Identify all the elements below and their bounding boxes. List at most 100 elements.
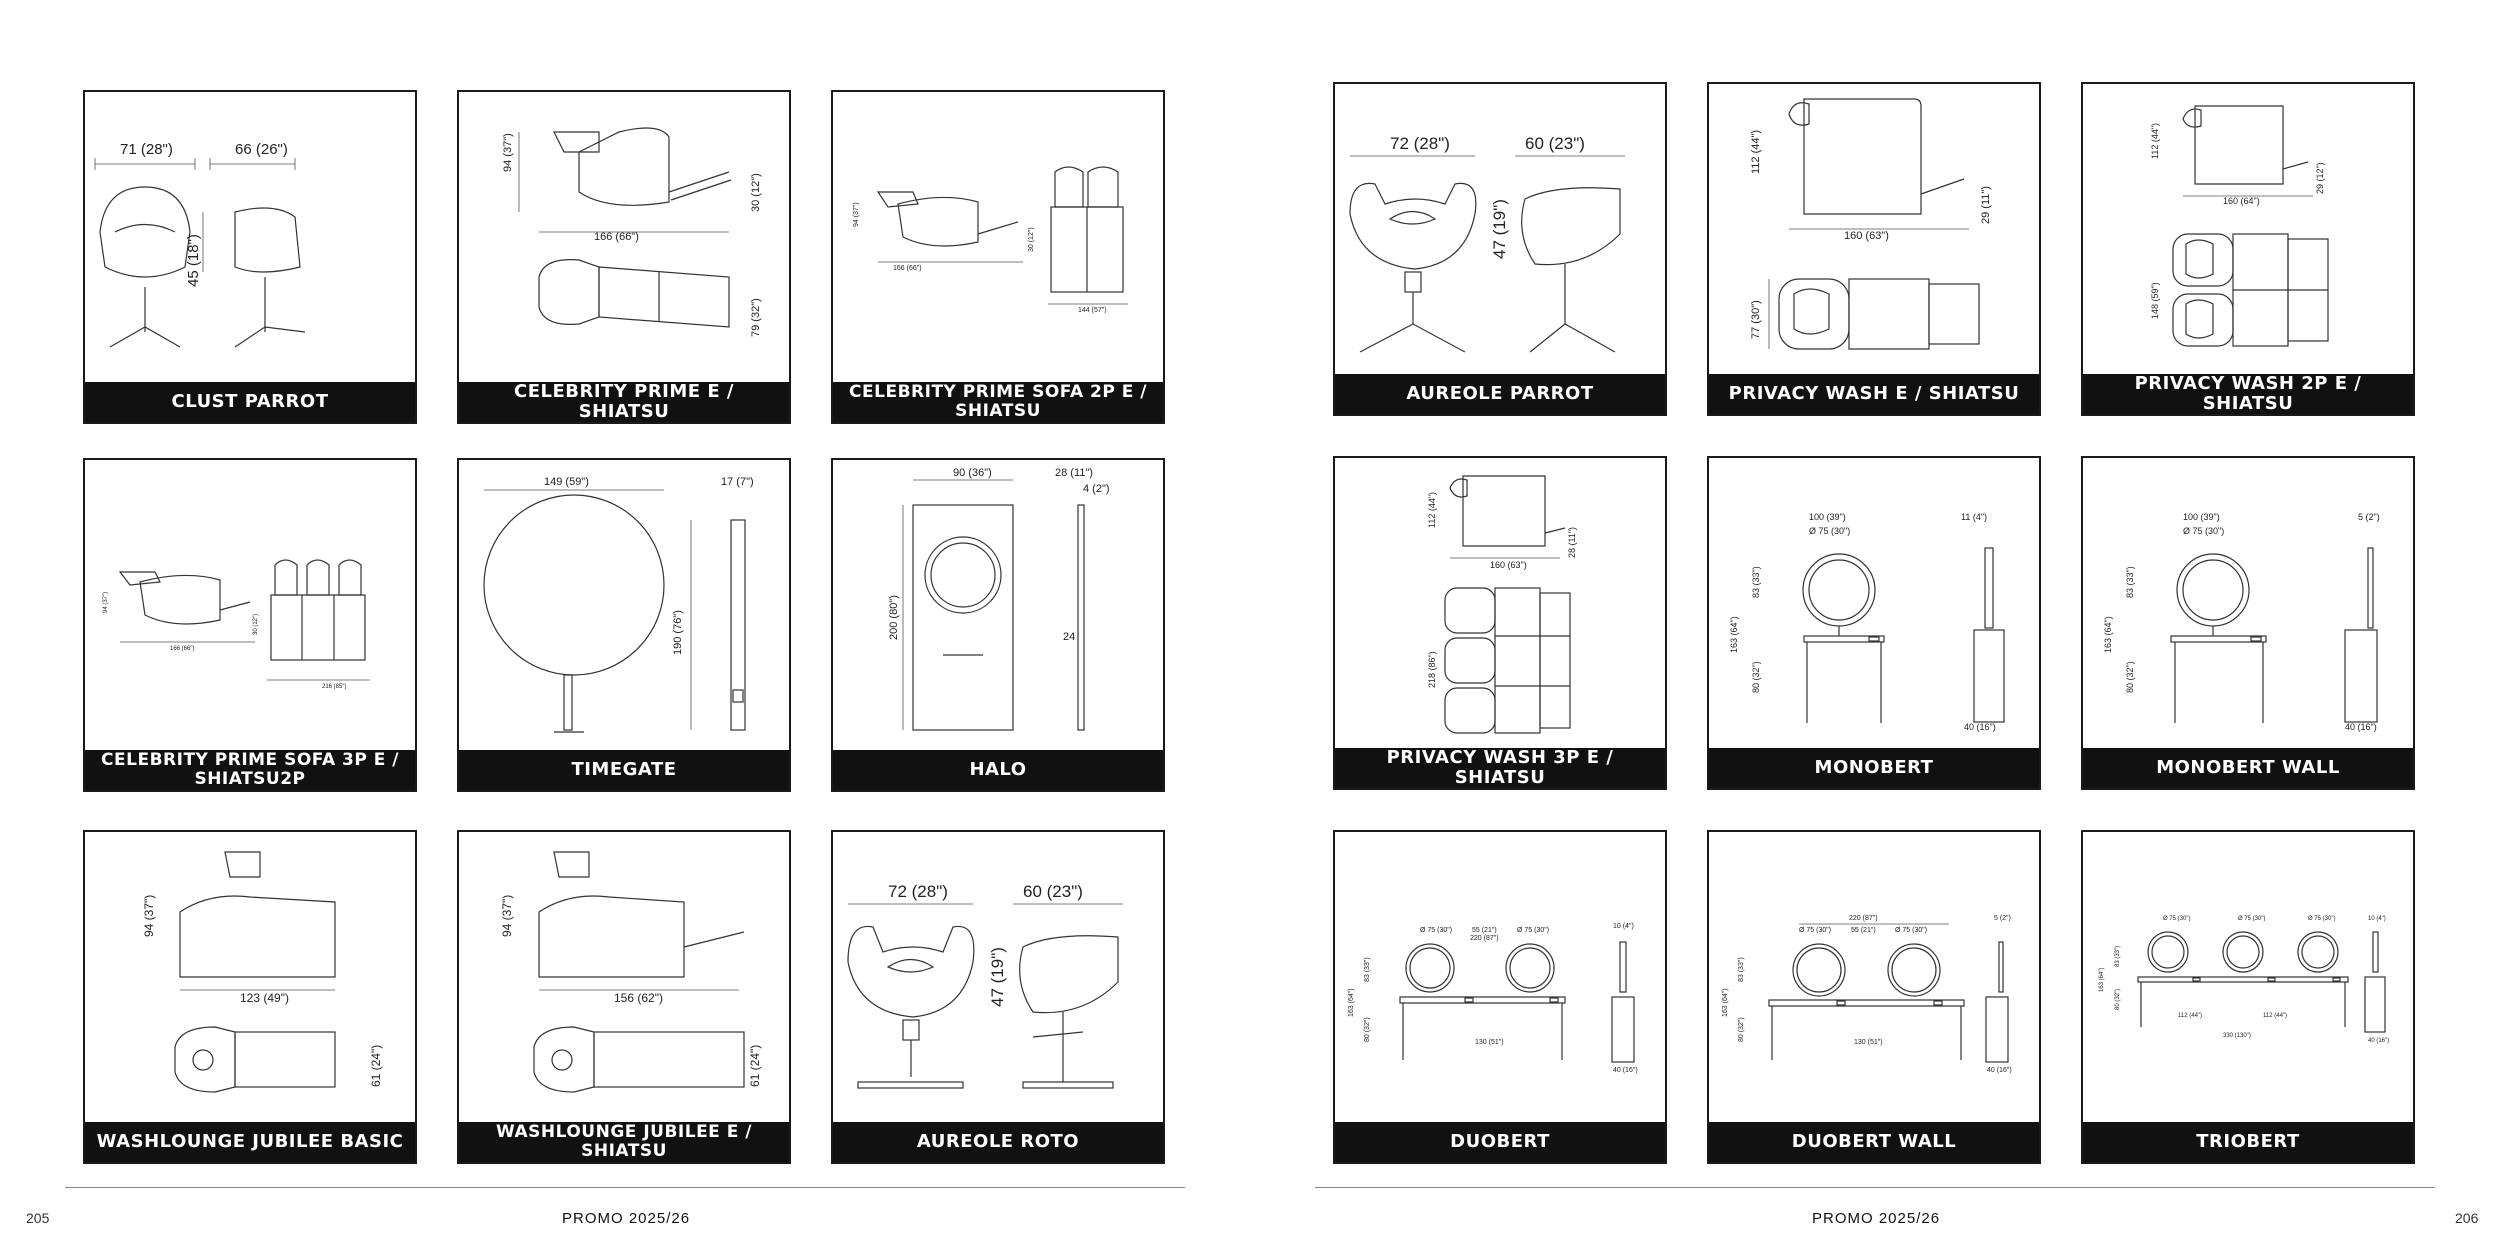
product-drawing: 220 (87") Ø 75 (30") 55 (21") Ø 75 (30")… xyxy=(1722,915,2012,1074)
dimension-label: 40 (16") xyxy=(1613,1067,1638,1074)
product-name: CELEBRITY PRIME SOFA 2P E / SHIATSU xyxy=(833,382,1163,422)
product-card-celebrity-prime-sofa-3p: 94 (37") 30 (12") 166 (66") 216 (85") CE… xyxy=(83,458,417,792)
dimension-label: 60 (23") xyxy=(1023,882,1083,901)
dimension-label: Ø 75 (30") xyxy=(2308,916,2335,922)
dimension-label: 148 (59") xyxy=(2150,282,2160,319)
dimension-label: 163 (64") xyxy=(2099,968,2105,992)
dimension-label: 112 (44") xyxy=(2150,123,2160,159)
product-card-privacy-wash-e-shiatsu: 112 (44") 29 (11") 160 (63") 77 (30") PR… xyxy=(1707,82,2041,416)
dimension-label: 83 (33") xyxy=(1364,957,1371,982)
product-drawing: 94 (37") 30 (12") 166 (66") 216 (85") xyxy=(103,559,370,690)
product-card-timegate: 149 (59") 17 (7") 190 (76") TIMEGATE xyxy=(457,458,791,792)
dimension-label: 61 (24") xyxy=(369,1045,383,1087)
dimension-label: 166 (66") xyxy=(594,231,639,243)
product-name: AUREOLE PARROT xyxy=(1335,374,1665,414)
dimension-label: Ø 75 (30") xyxy=(1420,927,1452,934)
product-name: MONOBERT xyxy=(1709,748,2039,788)
dimension-label: 24 xyxy=(1063,631,1075,643)
product-name: CELEBRITY PRIME E / SHIATSU xyxy=(459,382,789,422)
dimension-label: 11 (4") xyxy=(1961,512,1987,522)
dimension-label: 100 (39") xyxy=(2183,512,2220,522)
product-card-duobert: 220 (87") Ø 75 (30") 55 (21") Ø 75 (30")… xyxy=(1333,830,1667,1164)
dimension-label: 166 (66") xyxy=(893,265,922,272)
dimension-label: 94 (37") xyxy=(103,592,109,613)
dimension-label: 10 (4") xyxy=(1613,923,1634,930)
product-card-celebrity-prime-e-shiatsu: 94 (37") 30 (12") 166 (66") 79 (32") CEL… xyxy=(457,90,791,424)
product-name: CELEBRITY PRIME SOFA 3P E / SHIATSU2P xyxy=(85,750,415,790)
dimension-label: 163 (64") xyxy=(2103,616,2113,653)
dimension-label: 123 (49") xyxy=(240,991,289,1005)
product-drawing: 72 (28") 60 (23") 47 (19") xyxy=(847,882,1123,1089)
product-name: TRIOBERT xyxy=(2083,1122,2413,1162)
dimension-label: 94 (37") xyxy=(142,895,156,937)
product-card-washlounge-jubilee-basic: 94 (37") 123 (49") 61 (24") WASHLOUNGE J… xyxy=(83,830,417,1164)
dimension-label: 10 (4") xyxy=(2368,916,2386,922)
dimension-label: 83 (33") xyxy=(1751,566,1761,598)
product-drawing: 94 (37") 30 (12") 166 (66") 79 (32") xyxy=(502,127,762,337)
dimension-label: Ø 75 (30") xyxy=(2238,916,2265,922)
product-drawing: 112 (44") 29 (12") 160 (64") 148 (59") xyxy=(2150,105,2329,347)
product-card-halo: 90 (36") 28 (11") 4 (2") 200 (80") 24 HA… xyxy=(831,458,1165,792)
dimension-label: 72 (28") xyxy=(888,882,948,901)
product-drawing: 71 (28") 66 (26") 45 (18") xyxy=(94,141,306,348)
product-card-monobert-wall: 100 (39") Ø 75 (30") 5 (2") 163 (64") 83… xyxy=(2081,456,2415,790)
dimension-label: 112 (44") xyxy=(1427,492,1437,528)
product-card-privacy-wash-3p-e-shiatsu: 112 (44") 28 (11") 160 (63") 218 (86") P… xyxy=(1333,456,1667,790)
product-card-celebrity-prime-sofa-2p: 94 (37") 30 (12") 166 (66") 144 (57") CE… xyxy=(831,90,1165,424)
footer-rule xyxy=(1315,1187,2435,1188)
dimension-label: 100 (39") xyxy=(1809,512,1846,522)
dimension-label: 220 (87") xyxy=(1849,915,1878,922)
product-card-aureole-parrot: 72 (28") 60 (23") 47 (19") AUREOLE PARRO… xyxy=(1333,82,1667,416)
product-name: PRIVACY WASH E / SHIATSU xyxy=(1709,374,2039,414)
product-name: MONOBERT WALL xyxy=(2083,748,2413,788)
product-name: DUOBERT xyxy=(1335,1122,1665,1162)
product-drawing: 112 (44") 29 (11") 160 (63") 77 (30") xyxy=(1750,98,1992,350)
dimension-label: 160 (64") xyxy=(2223,196,2260,206)
dimension-label: 216 (85") xyxy=(322,684,346,690)
dimension-label: 4 (2") xyxy=(1083,483,1110,495)
product-drawing: 149 (59") 17 (7") 190 (76") xyxy=(483,476,754,733)
dimension-label: 61 (24") xyxy=(748,1045,762,1087)
product-drawing: 94 (37") 123 (49") 61 (24") xyxy=(142,851,383,1093)
product-name: PRIVACY WASH 3P E / SHIATSU xyxy=(1335,748,1665,788)
dimension-label: 330 (130") xyxy=(2223,1033,2251,1039)
right-page: 72 (28") 60 (23") 47 (19") AUREOLE PARRO… xyxy=(1250,0,2500,1250)
dimension-label: 5 (2") xyxy=(2358,512,2380,522)
dimension-label: 112 (44") xyxy=(2178,1013,2202,1019)
dimension-label: 160 (63") xyxy=(1844,230,1889,242)
dimension-label: 80 (32") xyxy=(1751,661,1761,693)
product-drawing: 100 (39") Ø 75 (30") 11 (4") 163 (64") 8… xyxy=(1729,512,2005,732)
dimension-label: 112 (44") xyxy=(2263,1013,2287,1019)
dimension-label: 130 (51") xyxy=(1854,1039,1883,1046)
dimension-label: 112 (44") xyxy=(1750,130,1762,174)
dimension-label: 200 (80") xyxy=(888,595,900,640)
dimension-label: 83 (33") xyxy=(2125,566,2135,598)
dimension-label: 80 (32") xyxy=(1738,1017,1745,1042)
dimension-label: Ø 75 (30") xyxy=(2163,916,2190,922)
product-drawing: 100 (39") Ø 75 (30") 5 (2") 163 (64") 83… xyxy=(2103,512,2380,732)
dimension-label: 45 (18") xyxy=(185,234,202,287)
dimension-label: 80 (32") xyxy=(1364,1017,1371,1042)
dimension-label: 66 (26") xyxy=(235,141,288,158)
product-drawing: 94 (37") 156 (62") 61 (24") xyxy=(500,851,762,1093)
dimension-label: 149 (59") xyxy=(544,476,589,488)
product-name: HALO xyxy=(833,750,1163,790)
dimension-label: 29 (11") xyxy=(1980,186,1992,224)
page-number: 205 xyxy=(26,1210,50,1226)
dimension-label: 17 (7") xyxy=(721,476,754,488)
dimension-label: Ø 75 (30") xyxy=(1517,927,1549,934)
dimension-label: 71 (28") xyxy=(120,141,173,158)
dimension-label: 30 (12") xyxy=(1028,227,1035,252)
dimension-label: 47 (19") xyxy=(988,947,1007,1007)
footer-rule xyxy=(65,1187,1185,1188)
product-drawing: 220 (87") Ø 75 (30") 55 (21") Ø 75 (30")… xyxy=(1348,923,1638,1074)
dimension-label: 28 (11") xyxy=(1567,527,1577,558)
dimension-label: 72 (28") xyxy=(1390,134,1450,153)
dimension-label: 144 (57") xyxy=(1078,307,1107,314)
dimension-label: 29 (12") xyxy=(2315,162,2325,194)
dimension-label: 40 (16") xyxy=(2368,1038,2389,1044)
dimension-label: Ø 75 (30") xyxy=(1799,927,1831,934)
product-drawing: 72 (28") 60 (23") 47 (19") xyxy=(1349,134,1625,353)
dimension-label: Ø 75 (30") xyxy=(2183,526,2224,536)
dimension-label: 80 (32") xyxy=(2125,661,2135,693)
